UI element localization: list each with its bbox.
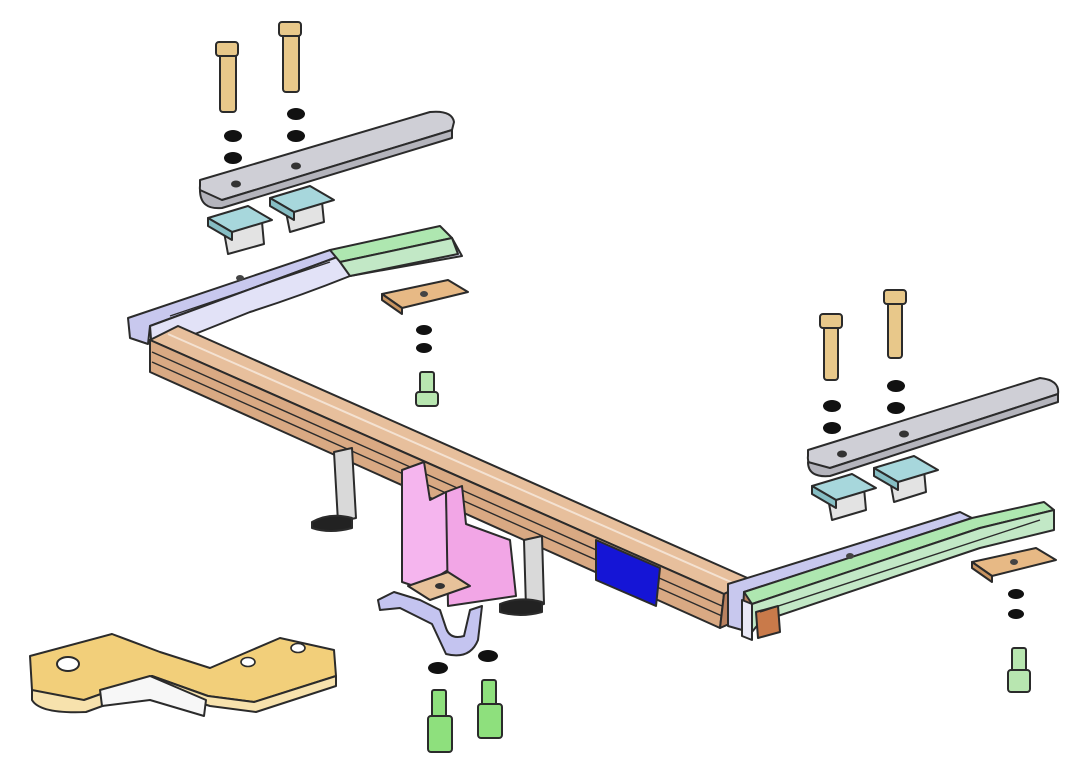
washer-icon <box>887 380 905 392</box>
plate-icon <box>198 110 455 210</box>
spacer-plate <box>971 547 1057 583</box>
lower-clamp <box>377 591 483 657</box>
spacer-plate <box>381 279 469 315</box>
right-side-bracket <box>727 501 1055 641</box>
washer-icon <box>1008 589 1024 599</box>
washer-icon <box>224 130 242 142</box>
washer-icon <box>416 343 432 353</box>
support-leg <box>311 447 357 532</box>
washer-icon <box>224 152 242 164</box>
washer-icon <box>1008 609 1024 619</box>
support-leg <box>499 535 545 616</box>
left-side-bracket <box>127 225 463 353</box>
washer-icon <box>823 422 841 434</box>
bolt-icon <box>477 679 503 739</box>
washer-icon <box>887 402 905 414</box>
washer-icon <box>478 650 498 662</box>
clamp-icon <box>269 185 335 233</box>
bolt-icon <box>819 313 843 381</box>
plate-icon <box>806 377 1060 478</box>
washer-icon <box>428 662 448 674</box>
washer-icon <box>823 400 841 412</box>
bolt-icon <box>278 21 302 93</box>
bolt-icon <box>427 689 453 753</box>
clamp-icon <box>811 473 877 521</box>
washer-icon <box>287 108 305 120</box>
center-tow-bracket <box>401 461 517 607</box>
bolt-icon <box>215 41 239 113</box>
clamp-icon <box>207 205 273 255</box>
bolt-icon <box>883 289 907 359</box>
bolt-icon <box>1007 647 1031 693</box>
washer-icon <box>287 130 305 142</box>
tow-ball-mount <box>29 633 337 717</box>
washer-icon <box>416 325 432 335</box>
connector-box <box>595 539 661 607</box>
clamp-icon <box>873 455 939 503</box>
bolt-icon <box>415 371 439 407</box>
